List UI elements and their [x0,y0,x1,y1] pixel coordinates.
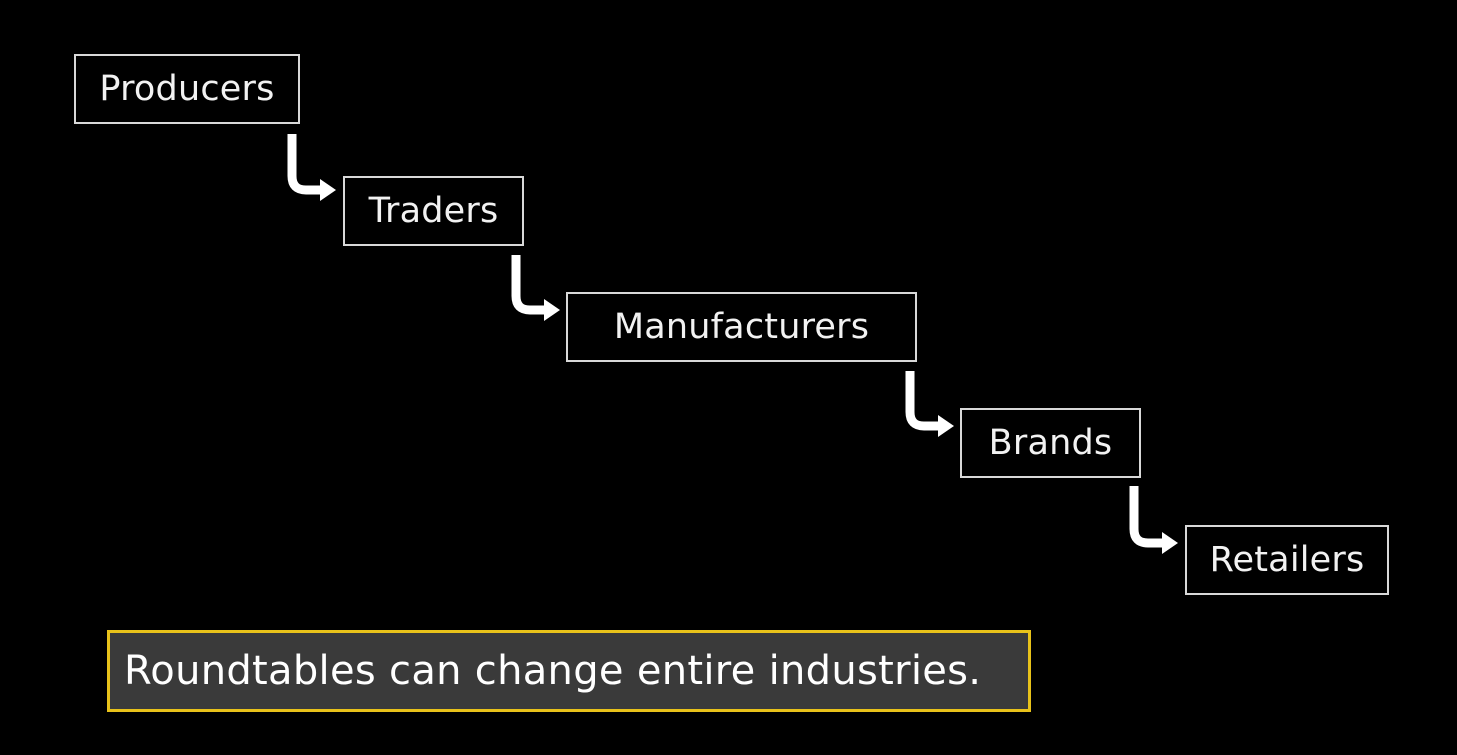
bent-arrow-icon [905,371,940,431]
step-label: Brands [988,423,1113,463]
bent-arrow-icon [287,134,322,195]
step-label: Manufacturers [613,307,870,347]
step-label: Retailers [1209,540,1365,580]
step-brands: Brands [960,408,1141,478]
step-retailers: Retailers [1185,525,1389,595]
arrowhead-icon [938,415,954,437]
arrowhead-icon [544,299,560,321]
step-label: Producers [99,69,275,109]
step-manufacturers: Manufacturers [566,292,917,362]
step-traders: Traders [343,176,524,246]
bent-arrow-icon [511,255,546,315]
arrowhead-icon [1162,532,1178,554]
step-label: Traders [368,191,499,231]
caption-text: Roundtables can change entire industries… [124,648,982,694]
step-producers: Producers [74,54,300,124]
bent-arrow-icon [1129,486,1164,548]
arrowhead-icon [320,179,336,201]
subtitle-caption: Roundtables can change entire industries… [107,630,1031,712]
